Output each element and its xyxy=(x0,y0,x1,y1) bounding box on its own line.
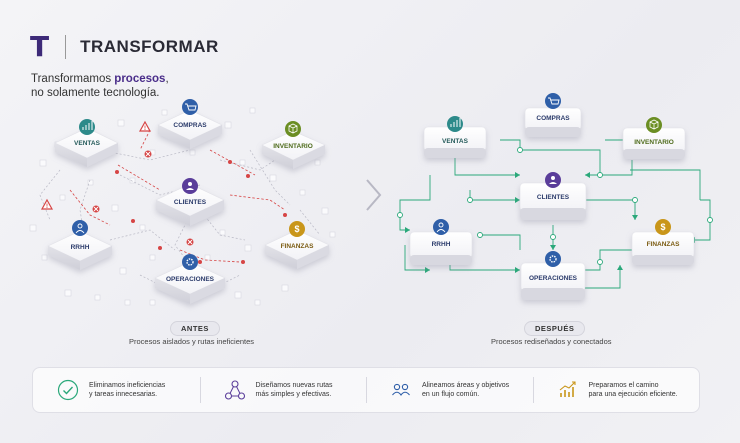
node-label-finanzas: FINANZAS xyxy=(647,241,681,248)
benefit-text: Alineamos áreas y objetivos en un flujo … xyxy=(422,381,509,400)
node-label-compras: COMPRAS xyxy=(536,115,570,122)
box-icon-glyph xyxy=(288,123,298,134)
team-icon xyxy=(390,379,412,401)
node-inventario-after xyxy=(622,127,686,159)
benefit-line1: Diseñamos nuevas rutas xyxy=(255,381,333,389)
benefit-text: Preparamos el camino para una ejecución … xyxy=(589,381,678,400)
node-label-rrhh: RRHH xyxy=(71,244,90,251)
node-inventario-before xyxy=(261,130,326,169)
subtitle-text: Transformamos xyxy=(31,73,115,85)
page-subtitle: Transformamos procesos, no solamente tec… xyxy=(31,72,169,100)
node-label-finanzas: FINANZAS xyxy=(281,243,315,250)
node-label-operaciones: OPERACIONES xyxy=(166,276,215,283)
node-label-operaciones: OPERACIONES xyxy=(529,275,578,282)
flow-nodes xyxy=(397,147,713,265)
benefit-line2: más simples y efectivas. xyxy=(255,391,332,398)
node-operaciones-before xyxy=(154,261,226,304)
dollar-icon xyxy=(289,221,305,237)
chart-icon-glyph xyxy=(82,121,93,130)
benefit-line2: en un flujo común. xyxy=(422,391,480,398)
benefit-line2: para una ejecución eficiente. xyxy=(588,391,678,398)
benefit-line1: Preparamos el camino xyxy=(588,381,659,389)
benefit-line1: Eliminamos ineficiencias xyxy=(89,381,166,389)
cart-icon-glyph xyxy=(548,97,560,105)
after-diagram: VENTAS COMPRAS INVENTARIO CLIENTES RRHH xyxy=(397,93,713,300)
chart-icon xyxy=(447,116,463,132)
check-circle-icon xyxy=(57,379,79,401)
benefit-item: Diseñamos nuevas rutas más simples y efe… xyxy=(199,375,367,405)
node-label-clientes: CLIENTES xyxy=(174,199,207,206)
node-label-inventario: INVENTARIO xyxy=(634,139,674,146)
chart-icon-glyph xyxy=(450,118,461,127)
gear-icon-glyph xyxy=(186,258,194,266)
benefit-line2: y tareas innecesarias. xyxy=(89,391,158,398)
benefit-text: Eliminamos ineficiencias y tareas innece… xyxy=(89,381,165,400)
node-label-ventas: VENTAS xyxy=(74,140,101,147)
node-compras-after xyxy=(524,107,582,137)
dollar-icon-glyph: $ xyxy=(294,224,299,234)
benefit-text: Diseñamos nuevas rutas más simples y efe… xyxy=(256,381,333,400)
cart-icon xyxy=(182,99,198,115)
network-icon xyxy=(224,379,246,401)
header-divider xyxy=(65,35,67,59)
broken-routes xyxy=(69,129,286,263)
node-clientes-after xyxy=(519,182,587,220)
node-ventas-before xyxy=(54,127,119,167)
cart-icon-glyph xyxy=(185,103,197,111)
users-icon-glyph xyxy=(186,182,194,190)
node-ventas-after xyxy=(423,126,487,158)
x-markers xyxy=(92,150,194,246)
benefit-item: Alineamos áreas y objetivos en un flujo … xyxy=(366,375,533,405)
brand-logo: T xyxy=(30,30,50,63)
failure-points xyxy=(115,160,287,264)
chevron-right-icon xyxy=(366,179,382,211)
node-finanzas-after xyxy=(631,231,695,265)
benefit-line1: Alineamos áreas y objetivos xyxy=(422,381,510,389)
node-rrhh-after xyxy=(409,231,473,265)
box-icon-glyph xyxy=(649,119,659,130)
person-icon-glyph xyxy=(436,222,446,233)
svg-text:!: ! xyxy=(46,204,48,210)
before-caption: Procesos aislados y rutas ineficientes xyxy=(129,337,255,346)
before-chip: ANTES xyxy=(170,321,220,336)
node-label-compras: COMPRAS xyxy=(173,122,207,129)
benefit-item: Preparamos el camino para una ejecución … xyxy=(532,375,700,405)
users-icon-glyph xyxy=(549,176,557,184)
node-rrhh-before xyxy=(47,230,113,270)
person-icon-glyph xyxy=(75,223,85,234)
node-operaciones-after xyxy=(520,262,586,300)
node-clientes-before xyxy=(155,183,225,226)
node-finanzas-before xyxy=(264,229,330,269)
node-compras-before xyxy=(157,109,223,149)
dollar-icon xyxy=(655,219,671,235)
growth-chart-icon xyxy=(557,379,579,401)
node-label-ventas: VENTAS xyxy=(442,138,469,145)
chart-icon xyxy=(79,119,95,135)
header: T TRANSFORMAR xyxy=(30,30,219,64)
scattered-blocks xyxy=(29,107,336,306)
cart-icon xyxy=(545,93,561,109)
subtitle-highlight: procesos xyxy=(114,73,166,85)
gear-icon-glyph xyxy=(549,255,557,263)
gear-icon xyxy=(545,251,561,267)
benefits-panel: Eliminamos ineficiencias y tareas innece… xyxy=(32,367,700,413)
node-label-inventario: INVENTARIO xyxy=(273,143,313,150)
subtitle-punct: , xyxy=(165,73,169,85)
subtitle-line2: no solamente tecnología. xyxy=(31,87,160,99)
after-caption: Procesos rediseñados y conectados xyxy=(491,337,612,346)
before-diagram: ! ! ! VENTAS COMPRAS INVEN xyxy=(29,99,336,306)
gear-icon xyxy=(182,254,198,270)
dollar-icon-glyph: $ xyxy=(660,222,665,232)
svg-text:!: ! xyxy=(144,126,146,132)
page-title: TRANSFORMAR xyxy=(80,37,219,56)
node-label-clientes: CLIENTES xyxy=(537,194,570,201)
benefit-item: Eliminamos ineficiencias y tareas innece… xyxy=(33,375,200,405)
after-chip: DESPUÉS xyxy=(524,321,586,336)
node-label-rrhh: RRHH xyxy=(432,241,451,248)
